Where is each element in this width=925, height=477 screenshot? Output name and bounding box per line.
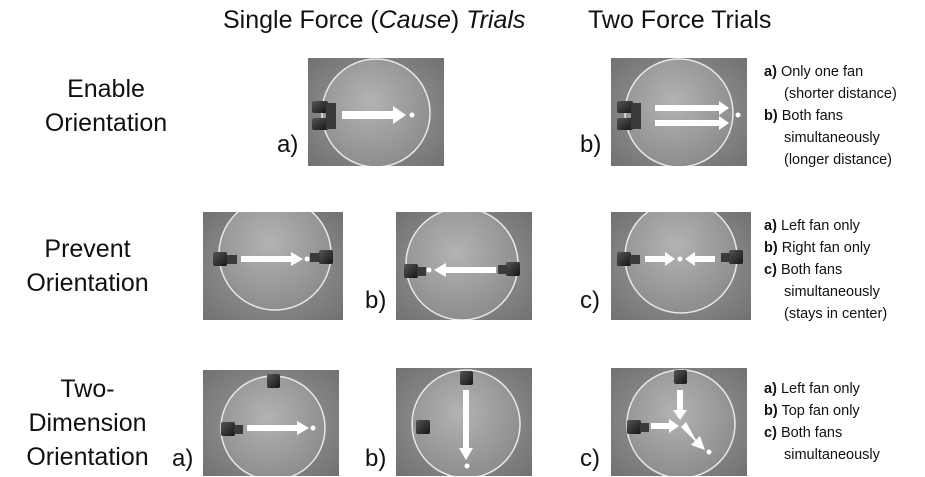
desc-enable-item-b-cont2: (longer distance): [784, 152, 892, 168]
desc-twodim-item-b: b) Top fan only: [764, 403, 860, 419]
letter-prevent-single-b: b): [365, 287, 387, 314]
row-label-two-dimension-line3: Orientation: [26, 443, 149, 471]
fan-icon: [416, 420, 430, 434]
photo-enable-two: [611, 58, 747, 166]
desc-prevent-item-b: b) Right fan only: [764, 240, 871, 256]
row-label-prevent-line1: Prevent: [44, 235, 131, 263]
force-arrow: [685, 252, 715, 266]
desc-prevent-item-c: c) Both fans: [764, 262, 843, 278]
single-force-header-pre: Single Force (: [223, 6, 379, 34]
fan-icon: [213, 252, 227, 266]
force-arrow: [681, 422, 705, 450]
single-force-header-cause: Cause: [378, 6, 451, 34]
fan-icon: [674, 370, 687, 384]
fan-icon: [617, 118, 633, 130]
photo-prevent-two: [611, 212, 751, 320]
force-arrow: [459, 390, 473, 460]
row-label-two-dimension-line2: Dimension: [28, 409, 147, 437]
desc-enable-item-b: b) Both fans: [764, 108, 843, 124]
force-arrow: [645, 252, 675, 266]
desc-prevent: a) Left fan only b) Right fan only c) Bo…: [764, 215, 887, 325]
force-arrow: [655, 101, 729, 115]
letter-prevent-two-c: c): [580, 287, 600, 314]
fan-icon: [312, 101, 328, 113]
desc-prevent-item-c-cont1: simultaneously: [784, 284, 880, 300]
row-label-two-dimension-line1: Two-: [60, 375, 115, 403]
letter-enable-two-b: b): [580, 131, 602, 158]
two-force-header: Two Force Trials: [588, 6, 772, 34]
fan-icon: [729, 250, 743, 264]
force-arrow: [247, 421, 309, 435]
fan-icon: [221, 422, 235, 436]
desc-prevent-item-a: a) Left fan only: [764, 218, 860, 234]
row-label-enable-line1: Enable: [67, 75, 145, 103]
desc-prevent-item-c-cont2: (stays in center): [784, 306, 888, 322]
fan-icon: [312, 118, 328, 130]
photo-prevent-single-a: [203, 212, 343, 320]
desc-twodim-item-c: c) Both fans: [764, 425, 843, 441]
force-arrow: [655, 116, 729, 130]
desc-enable-item-a: a) Only one fan: [764, 64, 864, 80]
fan-icon: [506, 262, 520, 276]
desc-enable-item-b-cont1: simultaneously: [784, 130, 880, 146]
photo-enable-single: [308, 58, 444, 166]
photo-twodim-two: [611, 368, 747, 476]
row-label-two-dimension: Two- Dimension Orientation: [0, 372, 175, 474]
photo-prevent-single-b: [396, 212, 532, 320]
fan-icon: [617, 252, 631, 266]
row-label-enable: Enable Orientation: [22, 72, 190, 140]
letter-enable-single-a: a): [277, 131, 299, 158]
force-arrow: [434, 263, 496, 277]
letter-twodim-single-b: b): [365, 445, 387, 472]
photo-twodim-single-b: [396, 368, 532, 476]
desc-enable-item-a-cont: (shorter distance): [784, 86, 897, 102]
force-arrow: [651, 419, 679, 433]
fan-icon: [617, 101, 633, 113]
single-force-header: Single Force (Cause) Trials: [223, 6, 525, 35]
desc-twodim-item-c-cont: simultaneously: [784, 447, 880, 463]
force-arrow: [241, 252, 303, 266]
single-force-header-trials: Trials: [466, 6, 526, 34]
fan-icon: [404, 264, 418, 278]
photo-twodim-single-a: [203, 370, 339, 476]
fan-icon: [267, 374, 280, 388]
row-label-prevent: Prevent Orientation: [0, 232, 175, 300]
desc-twodim-item-a: a) Left fan only: [764, 381, 860, 397]
row-label-prevent-line2: Orientation: [26, 269, 149, 297]
force-arrow: [673, 390, 687, 420]
letter-twodim-single-a: a): [172, 445, 194, 472]
fan-icon: [319, 250, 333, 264]
single-force-header-mid: ): [450, 6, 467, 34]
fan-icon: [460, 371, 473, 385]
row-label-enable-line2: Orientation: [44, 109, 168, 137]
desc-twodim: a) Left fan only b) Top fan only c) Both…: [764, 378, 880, 466]
letter-twodim-two-c: c): [580, 445, 600, 472]
desc-enable: a) Only one fan (shorter distance) b) Bo…: [764, 61, 897, 171]
force-arrow: [342, 106, 406, 124]
fan-icon: [627, 420, 641, 434]
